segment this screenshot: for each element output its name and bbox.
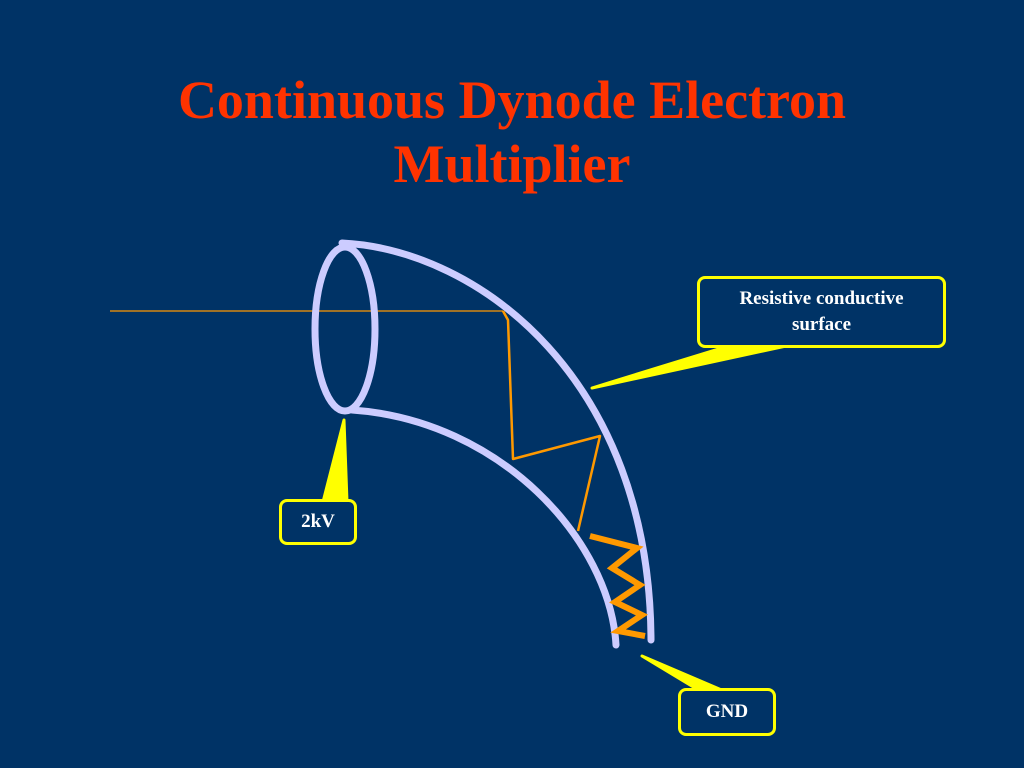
hv-callout-pointer <box>321 418 349 504</box>
ground-callout: GND <box>678 688 776 736</box>
electron-avalanche-zigzag <box>589 533 649 639</box>
ground-label: GND <box>705 701 749 722</box>
slide-title: Continuous Dynode Electron Multiplier <box>0 68 1024 196</box>
tube-entrance-opening <box>311 243 379 415</box>
electron-cascade-path <box>501 310 602 532</box>
tube-inner-wall <box>348 406 620 649</box>
resistive-callout-pointer <box>590 341 802 390</box>
slide-title-line-2: Multiplier <box>393 134 631 194</box>
gnd-callout-pointer <box>640 654 726 693</box>
resistive-surface-callout: Resistive conductive surface <box>697 276 946 348</box>
high-voltage-label: 2kV <box>301 511 335 532</box>
slide-title-line-1: Continuous Dynode Electron <box>177 70 847 130</box>
high-voltage-callout: 2kV <box>279 499 357 545</box>
resistive-surface-label: Resistive conductive surface <box>739 288 904 335</box>
tube-outer-wall <box>338 239 655 644</box>
